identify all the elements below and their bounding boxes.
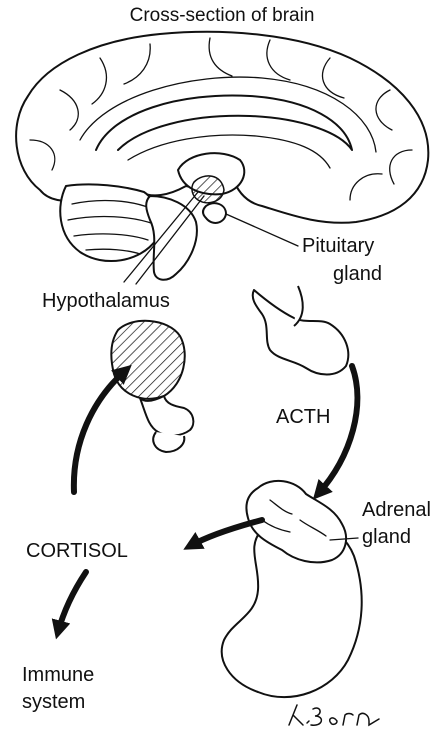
immune-arrow (51, 569, 89, 640)
pituitary-label-line1: Pituitary (302, 235, 375, 257)
cortisol-label: CORTISOL (26, 540, 128, 562)
acth-arrow (312, 363, 361, 500)
feedback-arrow (70, 364, 132, 495)
hypothalamus-enlarged (110, 319, 195, 453)
adrenal-label-line2: gland (362, 526, 411, 548)
diagram-title: Cross-section of brain (129, 5, 315, 26)
pituitary-enlarged (251, 285, 350, 376)
kidney-and-adrenal (220, 479, 363, 699)
brain-cross-section (15, 30, 430, 285)
hypothalamus-label: Hypothalamus (42, 290, 170, 312)
adrenal-label-line1: Adrenal (362, 499, 431, 521)
cortisol-output-arrow (183, 517, 265, 550)
pituitary-label-line2: gland (333, 263, 382, 285)
immune-label-line2: system (22, 691, 86, 713)
artist-signature (288, 704, 380, 727)
immune-label-line1: Immune (22, 664, 95, 686)
hormone-arrows (51, 363, 361, 640)
acth-label: ACTH (276, 406, 331, 428)
